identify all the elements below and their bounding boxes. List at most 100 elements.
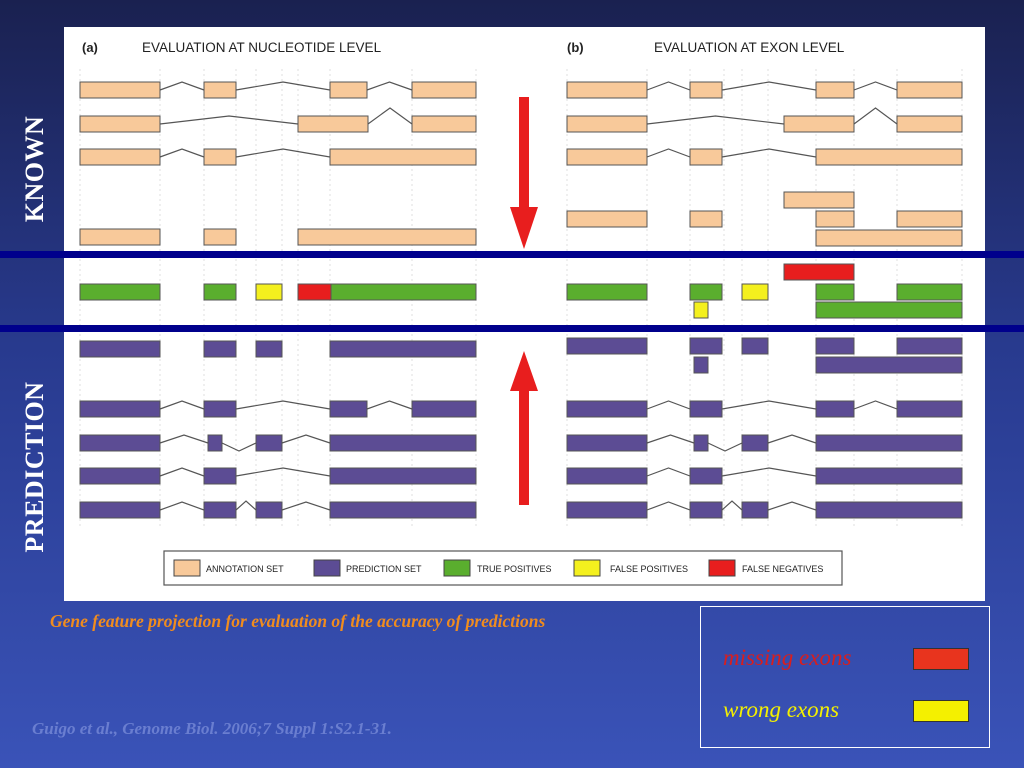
exon-block [815,434,963,452]
exon-block [741,283,769,301]
exon-block [566,501,648,519]
legend-label-false-negatives: FALSE NEGATIVES [742,564,823,574]
exon-block [255,434,283,452]
exon-block [815,81,855,99]
figure-legend: ANNOTATION SET PREDICTION SET TRUE POSIT… [163,550,843,586]
exon-block [330,283,477,301]
intron-line [646,148,691,158]
exon-block [815,356,963,374]
exon-block [79,115,161,133]
intron-line [853,81,898,91]
intron-line [159,81,205,91]
legend-label-true-positives: TRUE POSITIVES [477,564,552,574]
exon-block [203,148,237,166]
intron-line [235,400,331,410]
exon-block [741,501,769,519]
exon-block [689,81,723,99]
wrong-exons-label: wrong exons [723,697,840,722]
intron-line [853,400,898,410]
exon-block [815,301,963,319]
exon-block [896,400,963,418]
exon-block [689,210,723,228]
intron-line [721,500,743,511]
exon-block [79,400,161,418]
exon-block [203,283,237,301]
exon-block [79,283,161,301]
known-label: KNOWN [20,115,49,223]
exon-block [203,81,237,99]
exon-block [297,228,477,246]
intron-line [721,81,817,91]
prediction-label: PREDICTION [20,381,49,553]
exon-block [566,467,648,485]
intron-line [159,467,205,477]
intron-line [366,81,413,91]
exon-block [329,148,477,166]
exon-block [255,283,283,301]
exon-block [79,434,161,452]
intron-line [853,107,898,125]
exon-block [815,283,855,301]
exon-block [815,337,855,355]
missing-exons-label: missing exons [723,645,852,670]
exon-block [815,400,855,418]
wrong-exons-swatch [913,700,969,722]
exon-block [329,400,368,418]
intron-line [367,107,413,125]
intron-line [281,434,331,444]
exon-block [79,340,161,358]
intron-line [721,148,817,158]
band-line-top [0,251,1024,258]
exon-block [566,148,648,166]
exon-block [203,467,237,485]
exon-block [566,337,648,355]
intron-line [235,467,331,477]
exon-block [566,434,648,452]
intron-line [646,115,785,125]
exon-block [297,283,332,301]
exon-block [741,337,769,355]
exon-block [203,501,237,519]
legend-swatch-annotation [173,559,201,577]
legend-label-false-positives: FALSE POSITIVES [610,564,688,574]
exon-block [693,301,709,319]
exon-block [79,81,161,99]
exon-block [329,501,477,519]
citation: Guigo et al., Genome Biol. 2006;7 Suppl … [32,719,392,738]
intron-line [646,501,691,511]
intron-line [235,500,257,511]
exon-block [783,115,855,133]
intron-line [159,501,205,511]
exon-block [203,340,237,358]
intron-line [159,400,205,410]
exon-block [896,283,963,301]
exon-block [783,191,855,209]
exon-block [689,467,723,485]
exon-block [329,467,477,485]
up-arrow [510,351,538,505]
exon-block [741,434,769,452]
intron-line [646,434,695,444]
intron-line [721,467,817,477]
exon-block [329,434,477,452]
exon-block [689,501,723,519]
down-arrow [510,97,538,249]
intron-line [721,400,817,410]
exon-block [689,148,723,166]
exon-block [297,115,369,133]
exon-block [815,210,855,228]
legend-label-prediction: PREDICTION SET [346,564,422,574]
exon-block [411,400,477,418]
intron-line [646,400,691,410]
exon-block [896,81,963,99]
exon-block [815,501,963,519]
intron-line [159,148,205,158]
intron-line [235,148,331,158]
intron-line [366,400,413,410]
intron-line [767,434,817,444]
intron-line [221,442,257,452]
exon-block [689,283,723,301]
legend-swatch-false-positives [573,559,601,577]
exon-block [203,228,237,246]
exon-block [207,434,223,452]
